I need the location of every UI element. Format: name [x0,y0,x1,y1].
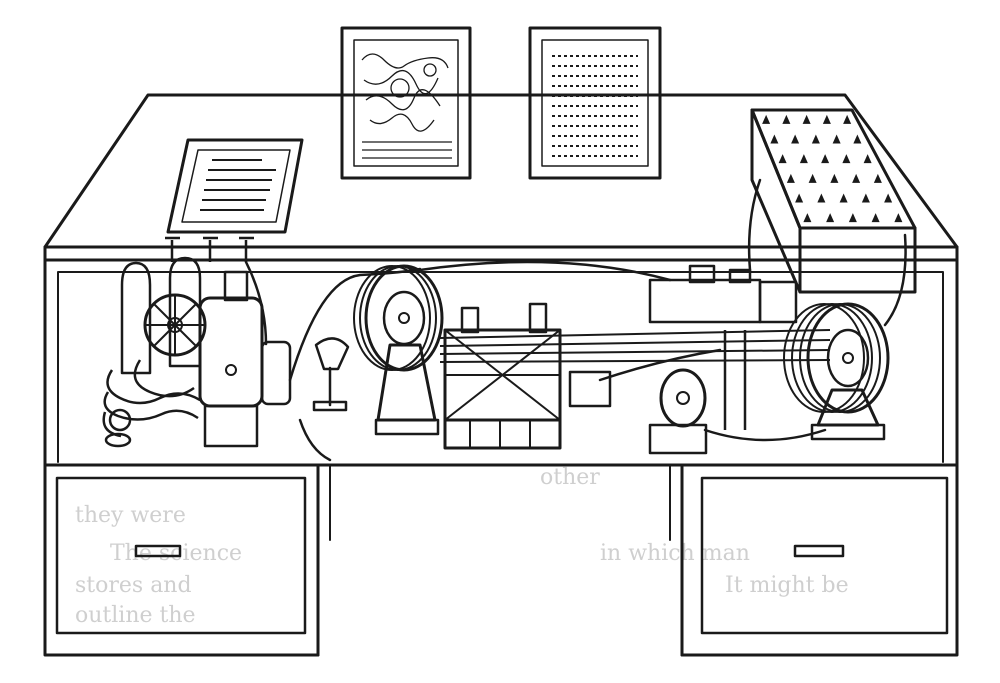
document-plate [166,138,304,234]
right-machinery [723,178,907,441]
ghost-line-6: It might be [725,573,849,598]
keyboard-key [873,173,882,183]
ghost-line-5: in which man [600,541,750,566]
ghost-line-7: other [540,465,600,490]
film-strips [439,329,831,363]
central-base [443,418,562,450]
keyboard-key [762,114,771,124]
keyboard-key [832,134,841,144]
front-motor [659,368,707,428]
right-screen-text [552,55,638,157]
keyboard-key [803,213,812,223]
keyboard-key [863,154,872,164]
small-motor [260,340,292,406]
keyboard-key [791,134,800,144]
ghost-line-3: stores and [75,573,192,598]
keyboard-key [852,173,861,183]
keyboard-key [799,154,808,164]
left-reel-stand [376,343,437,422]
keyboard-key [830,173,839,183]
gas-bottle-right [168,256,202,368]
gas-bottle-left [120,261,152,375]
keyboard-key [826,213,835,223]
keyboard-key [843,114,852,124]
keyboard-key [795,193,804,203]
right-film-reel [806,302,890,414]
keyboard-key [821,154,830,164]
keyboard-key [842,154,851,164]
right-drawer-handle [793,544,845,558]
keyboard-key [802,114,811,124]
ghost-line-4: outline the [75,603,196,628]
keyboard-key [894,213,903,223]
keyboard-key [871,213,880,223]
right-pedestal [680,463,959,657]
keyboard-key [839,193,848,203]
projector-base [203,404,259,448]
left-pedestal [43,463,320,657]
keyboard-key [778,154,787,164]
bleed-through-text: they were The science stores and outline… [75,465,849,628]
keyboard-key [853,134,862,144]
lamp-head [314,337,350,371]
projector-housing [198,296,264,408]
keyboard-key [808,173,817,183]
ghost-line-1: they were [75,503,186,528]
coiled-hoses [102,359,201,438]
left-drawer [55,476,307,635]
keyboard-keys [762,114,903,223]
center-machinery [353,260,831,455]
keyboard-key [786,173,795,183]
left-viewing-screen [340,26,472,180]
left-drawer-handle [134,544,182,558]
upper-apparatus [648,278,762,324]
keyboard-key [770,134,779,144]
lamp-base [312,400,348,412]
keyboard-key [822,114,831,124]
keyboard-key [782,114,791,124]
left-screen-picture [361,53,452,159]
glass-cabinet-front [43,258,959,467]
desk-top-items [166,26,917,294]
keyboard-key [884,193,893,203]
keyboard-key [817,193,826,203]
keyboard-key [811,134,820,144]
keyboard-key [861,193,870,203]
right-viewing-screen [528,26,662,180]
left-machinery [102,236,422,462]
right-drawer [700,476,949,635]
document-plate-text [200,159,276,211]
keyboard-key [848,213,857,223]
